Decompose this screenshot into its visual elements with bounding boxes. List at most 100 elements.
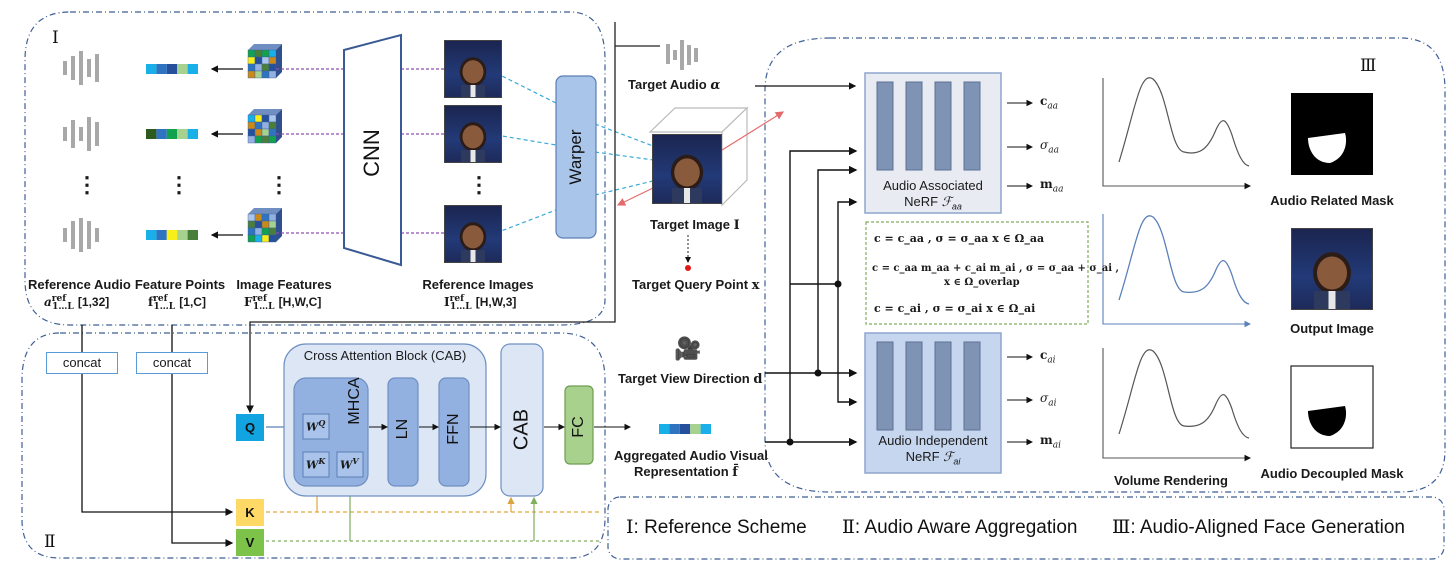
wq-weight: WQ: [306, 418, 326, 434]
equation-ai: c = c_ai , σ = σ_ai x ∈ Ω_ai: [874, 302, 1036, 315]
output-image: [1291, 228, 1373, 310]
audio-decoupled-mask-label: Audio Decoupled Mask: [1260, 466, 1404, 481]
ellipsis-features: ⋮: [168, 172, 190, 197]
target-view-direction-label: Target View Direction d: [618, 371, 763, 387]
reference-images-title: Reference Images: [422, 277, 534, 292]
image-feature-cubes: [247, 44, 282, 243]
ffn-label: FFN: [445, 413, 462, 445]
wk-weight: WK: [306, 456, 326, 472]
cab-title: Cross Attention Block (CAB): [303, 348, 467, 363]
concat-box-2: concat: [136, 352, 208, 374]
vector-cell: [156, 230, 167, 240]
vector-cell: [669, 424, 680, 434]
cab-block-2: [500, 343, 544, 497]
output-c-aa: caa: [1040, 94, 1059, 112]
wv-weight: WV: [340, 456, 359, 472]
vector-cell: [177, 129, 188, 139]
output-image-label: Output Image: [1290, 321, 1374, 336]
mhca-label: MHCA: [346, 377, 363, 425]
reference-image-3: [444, 205, 502, 263]
ln-block: [387, 377, 419, 487]
vector-cell: [700, 424, 711, 434]
image-feature-cube-1: [247, 44, 282, 79]
reference-image-2: [444, 105, 502, 163]
image-features-title: Image Features: [236, 277, 332, 292]
feature-vector-1: [146, 64, 198, 74]
volume-rendering-plot-3: [1102, 348, 1252, 462]
warper-label: Warper: [566, 129, 585, 185]
cnn-label: CNN: [359, 129, 384, 177]
vector-cell: [187, 129, 198, 139]
audio-related-mask-label: Audio Related Mask: [1270, 193, 1394, 208]
aggregated-vector: [659, 424, 711, 434]
nerf-aa-label-1: Audio Associated: [883, 178, 983, 193]
ellipsis-cubes: ⋮: [268, 172, 290, 197]
output-c-ai: cai: [1040, 348, 1056, 366]
vector-cell: [166, 129, 178, 139]
volume-rendering-plot-2: [1102, 214, 1252, 328]
feature-vector-3: [146, 230, 198, 240]
aggregated-label-line1: Aggregated Audio Visual: [614, 448, 768, 463]
value-box: V: [236, 529, 264, 556]
vector-cell: [187, 64, 198, 74]
equation-overlap-1: c = c_aa m_aa + c_ai m_ai , σ = σ_aa + σ…: [872, 263, 1119, 274]
section-1-border: [24, 11, 606, 326]
image-feature-cube-3: [247, 208, 282, 243]
vector-cell: [177, 64, 188, 74]
feature-points-notation: fref1…L [1,C]: [148, 294, 206, 313]
target-image: [652, 134, 722, 204]
vector-cell: [146, 129, 157, 139]
concat-box-1: concat: [46, 352, 118, 374]
vector-cell: [187, 230, 198, 240]
audio-decoupled-mask: [1290, 365, 1374, 449]
cab-label: CAB: [510, 408, 533, 451]
query-point-dot: [685, 265, 691, 271]
vector-cell: [166, 64, 178, 74]
section-1-numeral: Ⅰ: [52, 28, 59, 48]
vector-cell: [690, 424, 701, 434]
reference-images-notation: Iref1…L [H,W,3]: [444, 294, 517, 313]
feature-points-title: Feature Points: [134, 277, 226, 292]
output-sigma-aa: σaa: [1040, 138, 1059, 156]
ellipsis-images: ⋮: [468, 172, 490, 197]
output-m-ai: mai: [1040, 433, 1061, 451]
image-feature-cube-2: [247, 109, 282, 144]
feature-point-vectors: [146, 64, 198, 240]
legend-item-1: Ⅰ: Reference Scheme: [626, 516, 807, 538]
audio-related-mask: [1291, 93, 1373, 175]
legend-item-3: Ⅲ: Audio-Aligned Face Generation: [1112, 516, 1405, 538]
vector-cell: [659, 424, 670, 434]
key-box: K: [236, 499, 264, 526]
nerf-ai-label-2: NeRF ℱai: [905, 449, 961, 467]
legend-border: [607, 496, 1445, 560]
output-m-aa: maa: [1040, 177, 1064, 195]
target-audio-label: Target Audio α: [628, 77, 721, 93]
query-box: Q: [236, 414, 264, 441]
section-3-border: [764, 37, 1446, 493]
volume-rendering-label: Volume Rendering: [1114, 473, 1228, 488]
volume-rendering-plot-1: [1102, 77, 1252, 190]
target-audio-icon: [666, 40, 698, 70]
feature-vector-2: [146, 129, 198, 139]
target-image-cube: [648, 106, 749, 207]
vector-cell: [679, 424, 691, 434]
warper-block: [555, 75, 597, 239]
vector-cell: [156, 64, 167, 74]
ellipsis-audio: ⋮: [76, 172, 98, 197]
fc-label: FC: [570, 416, 587, 438]
reference-audio-notation: aref1…L [1,32]: [44, 294, 110, 313]
reference-image-1: [444, 40, 502, 98]
reference-audio-icons: [63, 51, 99, 252]
reference-audio-title: Reference Audio: [28, 277, 131, 292]
output-sigma-ai: σai: [1040, 391, 1057, 409]
equation-overlap-2: x ∈ Ω_overlap: [944, 277, 1020, 288]
aggregated-label-line2: Representation f̄: [634, 464, 738, 480]
image-features-notation: Fref1…L [H,W,C]: [244, 294, 322, 313]
legend-item-2: Ⅱ: Audio Aware Aggregation: [842, 516, 1078, 538]
aggregated-feature-vector: [659, 424, 711, 434]
target-image-label: Target Image I: [650, 217, 740, 233]
cnn-block: [343, 33, 402, 267]
section-2-numeral: Ⅱ: [44, 532, 56, 552]
vector-cell: [146, 64, 157, 74]
